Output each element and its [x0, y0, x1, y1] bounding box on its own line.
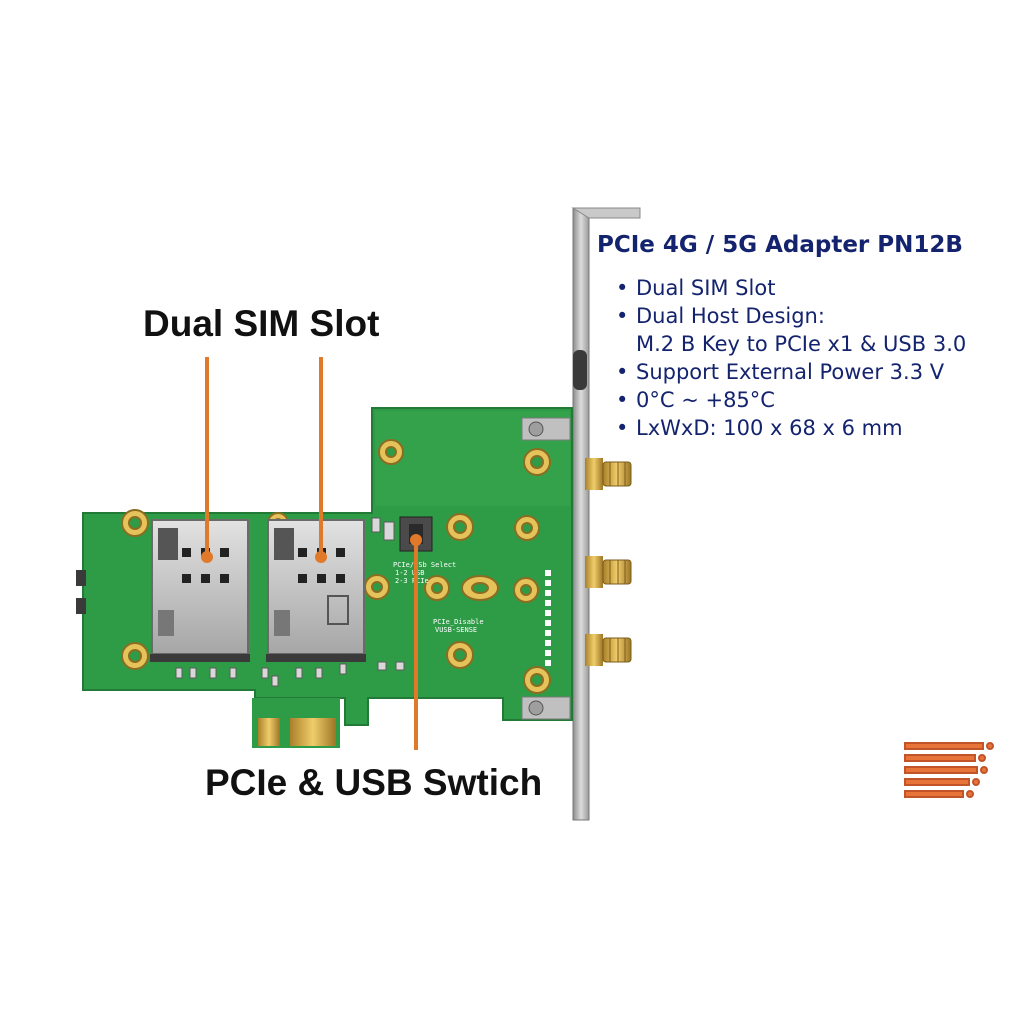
mounting-holes: [121, 439, 551, 694]
bullet: •: [616, 276, 629, 300]
header-pins: [545, 570, 551, 666]
callout-dual-sim: Dual SIM Slot: [143, 303, 380, 344]
bullet: •: [616, 416, 629, 440]
silk-mode-pcie: 2-3 PCIe: [395, 577, 429, 585]
spec-item: • Dual SIM Slot: [612, 274, 1017, 302]
silk-vusb-sense: VUSB-SENSE: [435, 626, 477, 634]
pcie-edge-connector: [258, 718, 336, 746]
spec-title: PCIe 4G / 5G Adapter PN12B: [597, 232, 963, 258]
bullet: •: [616, 388, 629, 412]
metal-bracket: [571, 207, 641, 821]
bullet: •: [616, 360, 629, 384]
spec-item-subtext: M.2 B Key to PCIe x1 & USB 3.0: [636, 332, 967, 356]
spec-item: • 0°C ~ +85°C: [612, 386, 1017, 414]
spec-item-text: Dual Host Design:: [636, 304, 825, 328]
spec-item-text: Dual SIM Slot: [636, 276, 776, 300]
spec-item: • Support External Power 3.3 V: [612, 358, 1017, 386]
spec-item-text: LxWxD: 100 x 68 x 6 mm: [636, 416, 903, 440]
sim-slot-2: [266, 519, 366, 662]
spec-list: • Dual SIM Slot • Dual Host Design: M.2 …: [612, 274, 1017, 442]
spec-item: • Dual Host Design: M.2 B Key to PCIe x1…: [612, 302, 1017, 358]
spec-item-text: Support External Power 3.3 V: [636, 360, 945, 384]
silk-mode-usb: 1-2 USB: [395, 569, 425, 577]
bracket-screws: [521, 417, 571, 720]
silk-pcie-disable: PCIe_Disable: [433, 618, 484, 626]
spec-item-text: 0°C ~ +85°C: [636, 388, 775, 412]
callout-pcie-usb-switch: PCIe & USB Swtich: [205, 762, 543, 803]
sim-slot-1: [150, 519, 250, 662]
sma-connectors: [585, 458, 632, 666]
smd-components: [175, 517, 405, 687]
callout-lines: [201, 357, 422, 750]
bullet: •: [616, 304, 629, 328]
silk-switch-label: PCIe/USb Select: [393, 561, 456, 569]
silkscreen-text: PCIe/USb Select 1-2 USB 2-3 PCIe PCIe_Di…: [393, 561, 484, 634]
spec-item: • LxWxD: 100 x 68 x 6 mm: [612, 414, 1017, 442]
brand-logo: [904, 742, 994, 798]
